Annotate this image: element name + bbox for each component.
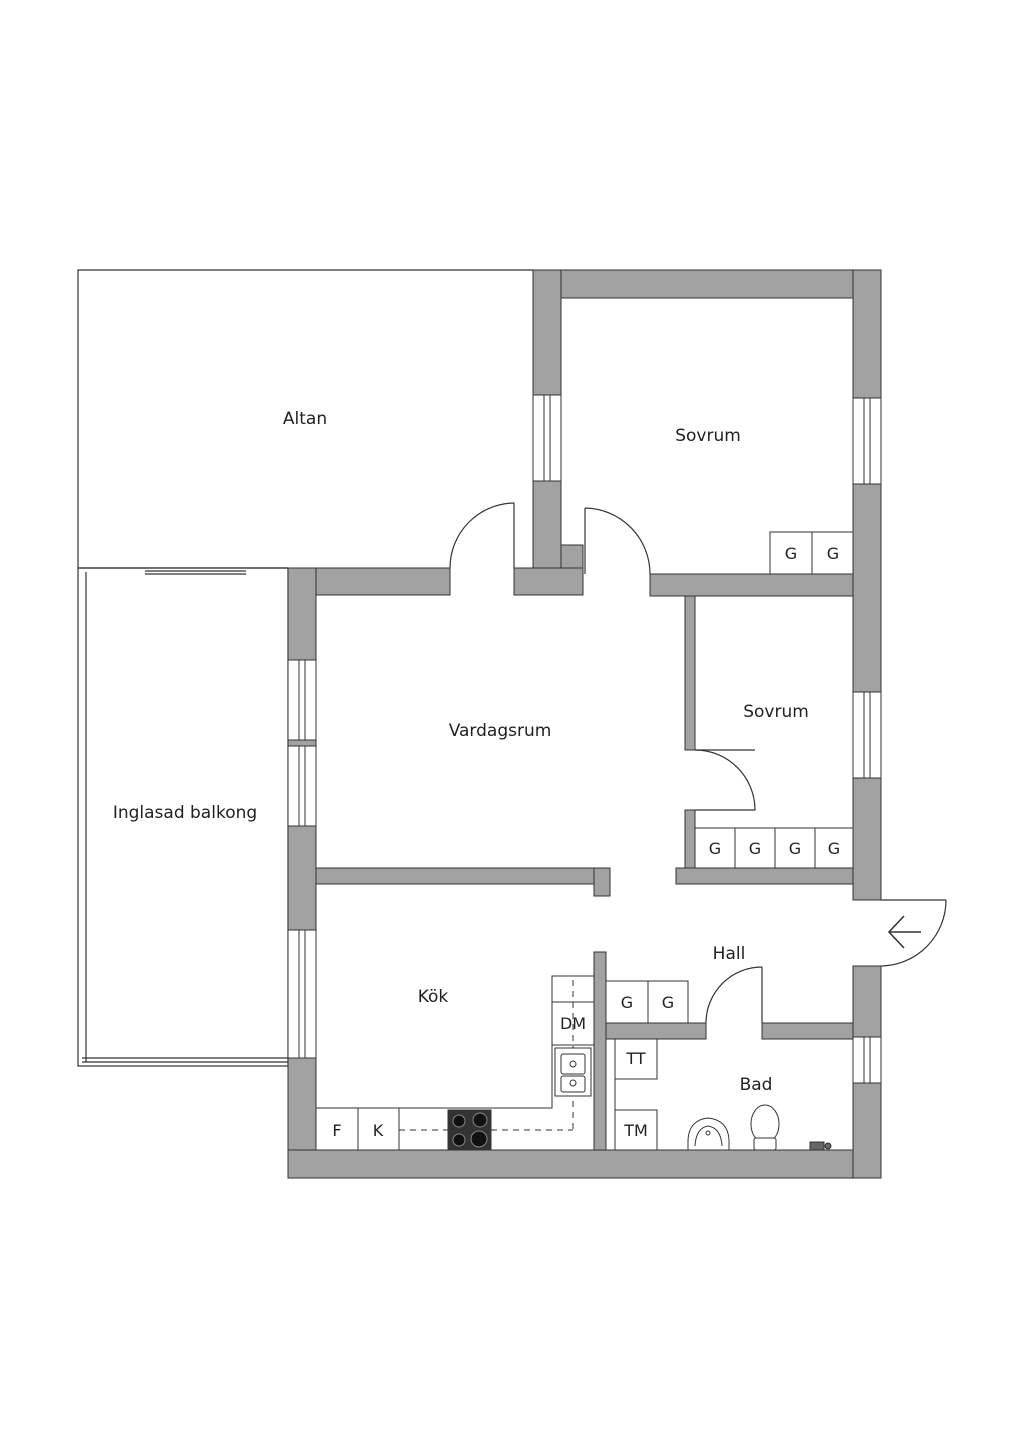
window-bath xyxy=(852,1036,882,1084)
windows xyxy=(287,394,882,1084)
sink-icon xyxy=(554,1047,592,1097)
window-living-1 xyxy=(287,659,317,741)
room-label-sovrum-1: Sovrum xyxy=(675,426,741,446)
door-bedroom-1 xyxy=(584,507,651,575)
wardrobe-label: G xyxy=(709,839,721,858)
window-altan-bedroom xyxy=(532,394,562,482)
wardrobe-label: G xyxy=(621,993,633,1012)
dishwasher-label: DM xyxy=(560,1014,586,1033)
room-label-altan: Altan xyxy=(283,409,327,429)
wardrobe-label: G xyxy=(749,839,761,858)
freezer-label: F xyxy=(332,1121,341,1140)
stove-icon xyxy=(447,1109,492,1151)
window-bedroom-1-east xyxy=(852,397,882,485)
wardrobe-bedroom-1 xyxy=(769,531,854,575)
counter-edge xyxy=(399,980,574,1131)
window-bedroom-2-east xyxy=(852,691,882,779)
window-living-2 xyxy=(287,745,317,827)
wardrobe-label: G xyxy=(827,544,839,563)
arrow-left-icon xyxy=(887,915,921,949)
door-altan xyxy=(449,502,515,569)
wardrobe-label: G xyxy=(789,839,801,858)
wardrobe-bedroom-2 xyxy=(694,827,854,869)
dryer-label: TM xyxy=(623,1121,648,1140)
room-label-inglasad-balkong: Inglasad balkong xyxy=(113,803,257,823)
door-bedroom-2 xyxy=(694,749,756,811)
toilet-icon xyxy=(750,1104,780,1151)
wardrobe-label: G xyxy=(662,993,674,1012)
balcony-area xyxy=(77,567,289,1067)
window-kitchen xyxy=(287,929,317,1059)
fridge-label: K xyxy=(373,1121,384,1140)
room-label-hall: Hall xyxy=(713,944,746,964)
washbasin-icon xyxy=(687,1117,730,1151)
wardrobe-label: G xyxy=(785,544,797,563)
wardrobe-label: G xyxy=(828,839,840,858)
door-entrance xyxy=(880,899,947,967)
walls xyxy=(287,269,882,1179)
room-label-bad: Bad xyxy=(740,1075,773,1095)
doors xyxy=(449,502,947,1024)
faucet-icon xyxy=(809,1141,832,1151)
laundry-units xyxy=(614,1038,658,1151)
room-label-sovrum-2: Sovrum xyxy=(743,702,809,722)
room-label-vardagsrum: Vardagsrum xyxy=(449,721,552,741)
door-bath xyxy=(705,966,763,1024)
room-label-kok: Kök xyxy=(418,987,449,1007)
kitchen-counter xyxy=(315,975,594,1150)
washing-machine-label: TT xyxy=(625,1049,645,1068)
wardrobe-hall xyxy=(605,980,689,1024)
